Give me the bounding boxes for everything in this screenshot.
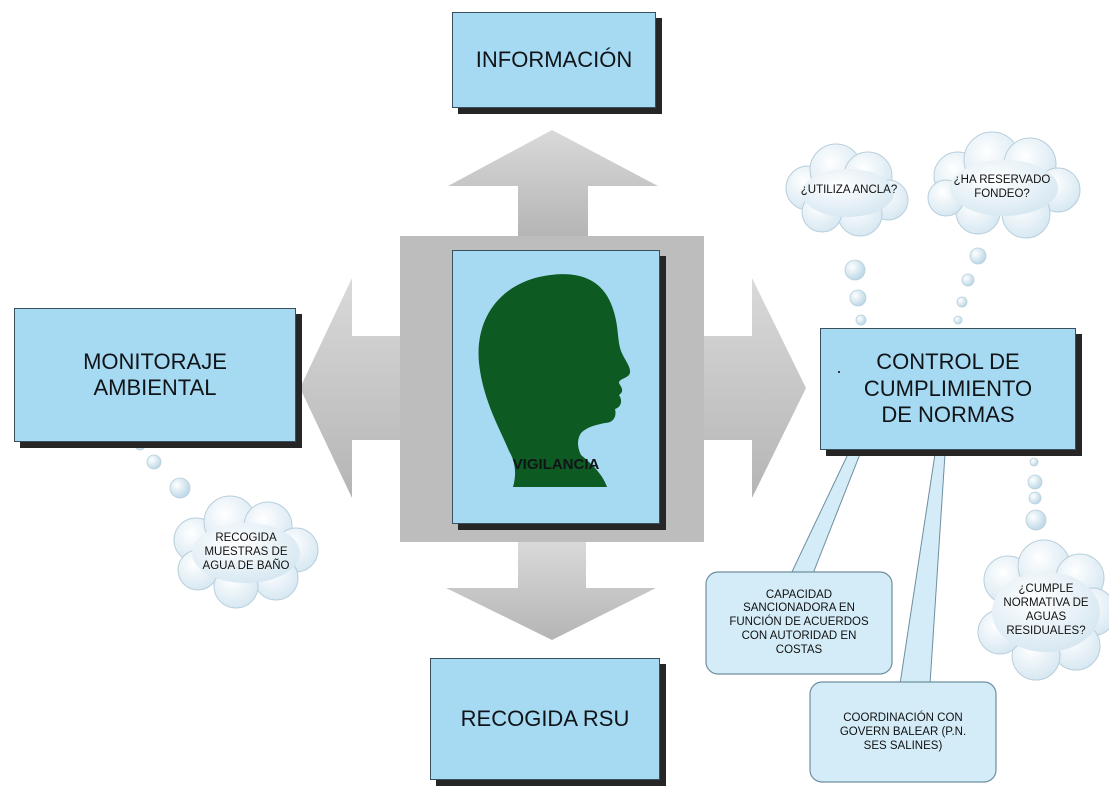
box-informacion-label: INFORMACIÓN	[475, 46, 633, 72]
cloud-ancla-text: ¿UTILIZA ANCLA?	[800, 184, 898, 197]
bubbles-aguas	[1025, 446, 1047, 531]
cloud-aguas	[977, 539, 1109, 681]
cloud-fondeo-text: ¿HA RESERVADO FONDEO?	[953, 174, 1051, 200]
callout-sancionadora-text: CAPACIDAD SANCIONADORA EN FUNCIÓN DE ACU…	[729, 588, 869, 656]
cloud-ancla	[785, 143, 909, 237]
arrow-right	[704, 278, 806, 498]
cloud-muestras	[173, 495, 319, 609]
box-recogida-rsu-label: RECOGIDA RSU	[460, 705, 630, 731]
box-recogida-rsu: RECOGIDA RSU	[430, 658, 660, 780]
callout-sancionadora	[705, 571, 893, 675]
bubbles-fondeo	[953, 247, 987, 325]
callout-tail-sancionadora	[789, 453, 861, 577]
cloud-muestras-text: RECOGIDA MUESTRAS DE AGUA DE BAÑO	[202, 532, 290, 572]
callout-govern	[809, 681, 997, 783]
box-monitoraje-label: MONITORAJE AMBIENTAL	[83, 348, 227, 400]
arrow-up	[448, 130, 658, 236]
box-informacion: INFORMACIÓN	[452, 12, 656, 108]
callout-govern-text: COORDINACIÓN CON GOVERN BALEAR (P.N. SES…	[839, 712, 967, 752]
arrow-down	[446, 542, 656, 640]
center-card	[452, 250, 660, 524]
box-control-normas: CONTROL DE CUMPLIMIENTO DE NORMAS	[820, 328, 1076, 450]
arrow-left	[300, 278, 400, 498]
box-control-normas-label: CONTROL DE CUMPLIMIENTO DE NORMAS	[863, 349, 1033, 428]
dot-mark: ·	[836, 361, 842, 381]
cloud-fondeo	[927, 131, 1081, 239]
box-monitoraje: MONITORAJE AMBIENTAL	[14, 308, 296, 442]
callout-tail-govern	[899, 453, 946, 685]
bubbles-ancla	[844, 259, 867, 326]
head-silhouette-icon	[478, 274, 631, 487]
center-label: VIGILANCIA	[512, 456, 600, 473]
cloud-aguas-text: ¿CUMPLE NORMATIVA DE AGUAS RESIDUALES?	[1003, 583, 1089, 637]
